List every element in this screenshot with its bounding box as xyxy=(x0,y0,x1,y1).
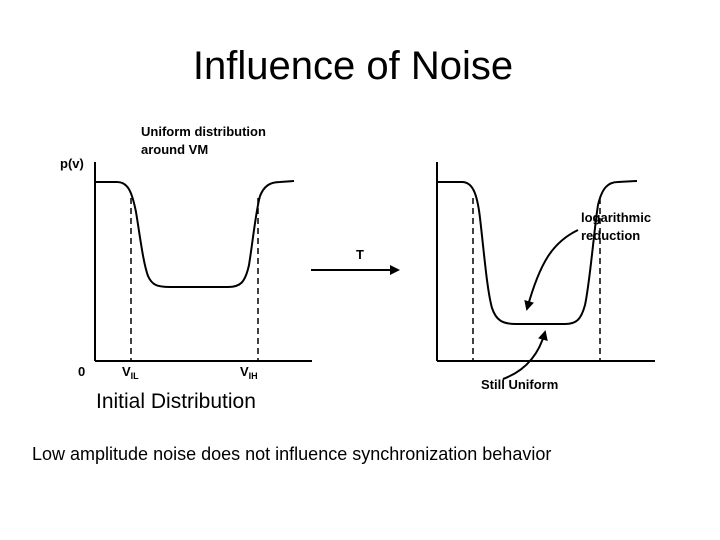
reduction-arrow xyxy=(524,229,579,311)
right-panel: logarithmic reduction Still Uniform xyxy=(436,162,655,392)
left-annotation-line1: Uniform distribution xyxy=(141,124,266,139)
slide-title: Influence of Noise xyxy=(192,44,514,88)
vil-sub: IL xyxy=(131,371,140,381)
left-annotation-line2: around VM xyxy=(141,142,208,157)
right-annotation-line2: reduction xyxy=(581,228,640,243)
vil-label: VIL xyxy=(122,364,139,381)
vil-main: V xyxy=(122,364,131,379)
initial-distribution-curve xyxy=(95,180,295,288)
uniform-arrow xyxy=(502,330,548,380)
vih-label: VIH xyxy=(240,364,258,381)
y-axis-label: p(v) xyxy=(60,156,84,171)
still-uniform-label: Still Uniform xyxy=(481,377,558,392)
origin-label: 0 xyxy=(78,364,85,379)
slide-caption: Low amplitude noise does not influence s… xyxy=(32,444,552,464)
transition-label: T xyxy=(356,247,364,262)
initial-distribution-label: Initial Distribution xyxy=(96,390,256,413)
vih-sub: IH xyxy=(249,371,258,381)
left-panel: Uniform distribution around VM p(v) 0 VI… xyxy=(60,124,312,413)
right-annotation-line1: logarithmic xyxy=(581,210,651,225)
final-distribution-curve xyxy=(437,180,638,325)
transition: T xyxy=(311,247,400,275)
vih-main: V xyxy=(240,364,249,379)
